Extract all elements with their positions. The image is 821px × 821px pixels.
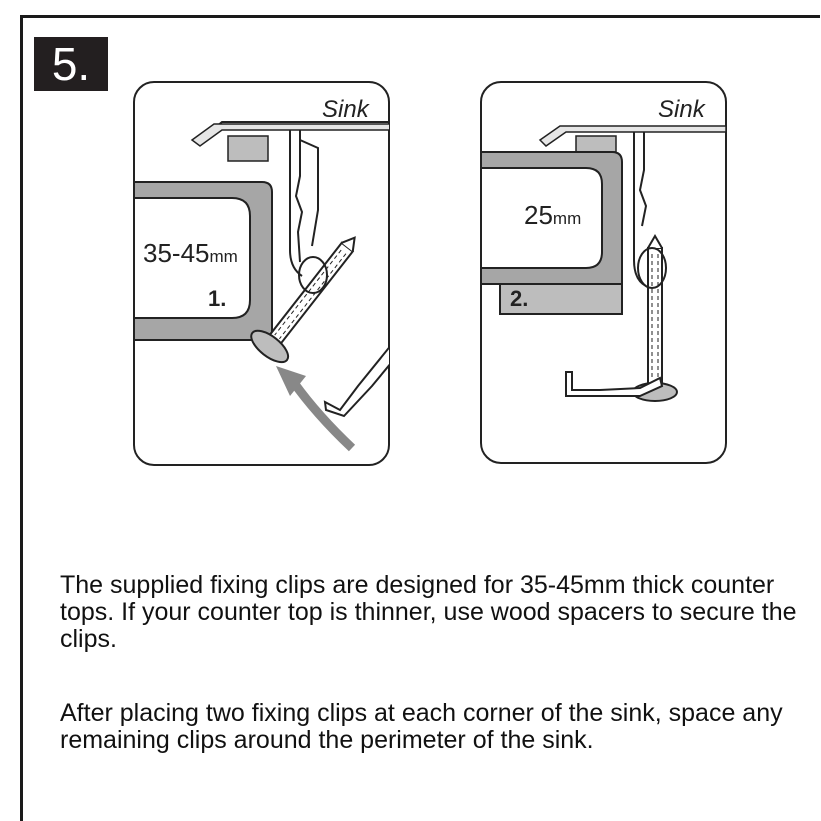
figure-1: Sink 35-45mm 1. — [133, 81, 420, 466]
instruction-paragraph-1: The supplied fixing clips are designed f… — [60, 571, 797, 653]
rim-block — [227, 135, 269, 162]
figure-1-thickness: 35-45mm — [143, 238, 238, 268]
wood-spacer — [499, 283, 623, 315]
instruction-paragraph-2: After placing two fixing clips at each c… — [60, 699, 783, 754]
figure-2: Sink 25mm 2. — [480, 81, 727, 464]
figure-1-sink-label: Sink — [322, 96, 371, 123]
rim-block-2 — [575, 135, 617, 153]
clip-screw-2 — [647, 247, 663, 385]
figure-1-number: 1. — [208, 286, 226, 311]
screw-tip-2 — [647, 234, 663, 249]
clip-foot-2 — [565, 371, 664, 397]
rotate-arrow-head — [276, 366, 306, 396]
counter-inner-2 — [481, 167, 603, 269]
clip-ring-2 — [637, 247, 667, 289]
step-number-badge: 5. — [34, 37, 108, 91]
clip-spring — [299, 139, 319, 247]
sink-rim-lip — [190, 123, 389, 147]
clip-foot — [323, 332, 389, 418]
motion-dashes — [396, 310, 420, 362]
figure-2-number: 2. — [510, 286, 528, 311]
page-frame — [20, 15, 820, 821]
figure-2-sink-label: Sink — [658, 96, 707, 123]
counter-inner — [134, 197, 251, 319]
sink-rim-lip-2 — [538, 125, 726, 147]
figure-2-thickness: 25mm — [524, 200, 581, 230]
clip-ring — [298, 256, 328, 294]
